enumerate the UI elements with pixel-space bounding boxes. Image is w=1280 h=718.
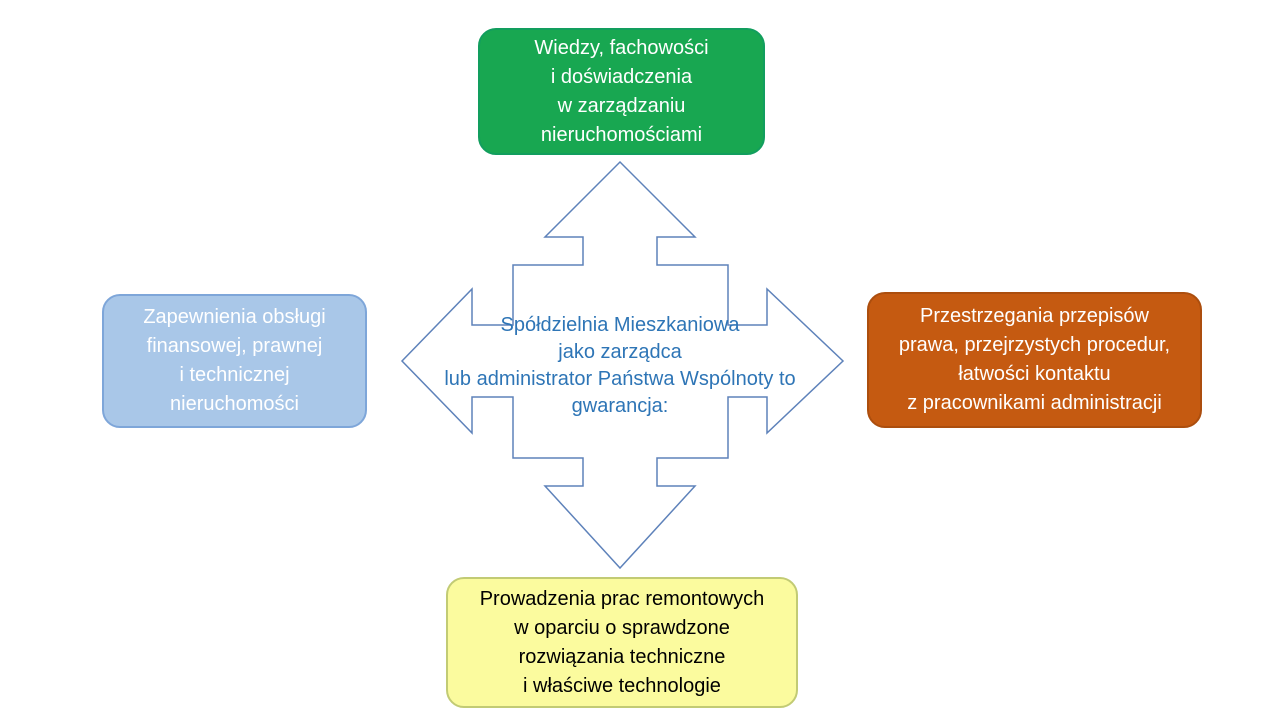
box-right-line: prawa, przejrzystych procedur, — [898, 334, 1171, 356]
box-bottom-line: rozwiązania techniczne — [518, 645, 726, 668]
box-top-line: w zarządzaniu — [557, 94, 686, 117]
box-left: Zapewnienia obsługi finansowej, prawnej … — [102, 294, 367, 428]
box-left-line: Zapewnienia obsługi — [143, 306, 326, 328]
box-bottom-line: w oparciu o sprawdzone — [514, 616, 730, 639]
center-label-line: lub administrator Państwa Wspólnoty to — [444, 368, 796, 390]
box-left-line: i technicznej — [179, 364, 290, 386]
box-right: Przestrzegania przepisów prawa, przejrzy… — [867, 292, 1202, 428]
box-bottom-line: i właściwe technologie — [523, 674, 721, 697]
center-label-line: Spółdzielnia Mieszkaniowa — [500, 314, 740, 336]
center-label-line: gwarancja: — [571, 395, 669, 417]
box-top-line: Wiedzy, fachowości — [534, 36, 709, 59]
box-top: Wiedzy, fachowości i doświadczenia w zar… — [478, 28, 765, 155]
box-right-line: z pracownikami administracji — [907, 392, 1162, 414]
box-left-line: nieruchomości — [170, 393, 299, 415]
box-top-line: i doświadczenia — [550, 65, 693, 88]
box-right-line: łatwości kontaktu — [958, 363, 1111, 385]
box-right-line: Przestrzegania przepisów — [920, 305, 1149, 327]
box-top-line: nieruchomościami — [540, 123, 703, 146]
center-label-line: jako zarządca — [558, 341, 682, 363]
box-bottom: Prowadzenia prac remontowych w oparciu o… — [446, 577, 798, 708]
quad-arrow-outline — [400, 160, 845, 570]
box-bottom-line: Prowadzenia prac remontowych — [479, 587, 765, 610]
box-left-line: finansowej, prawnej — [146, 335, 323, 357]
center-label: Spółdzielnia Mieszkaniowa jako zarządca … — [410, 312, 830, 420]
